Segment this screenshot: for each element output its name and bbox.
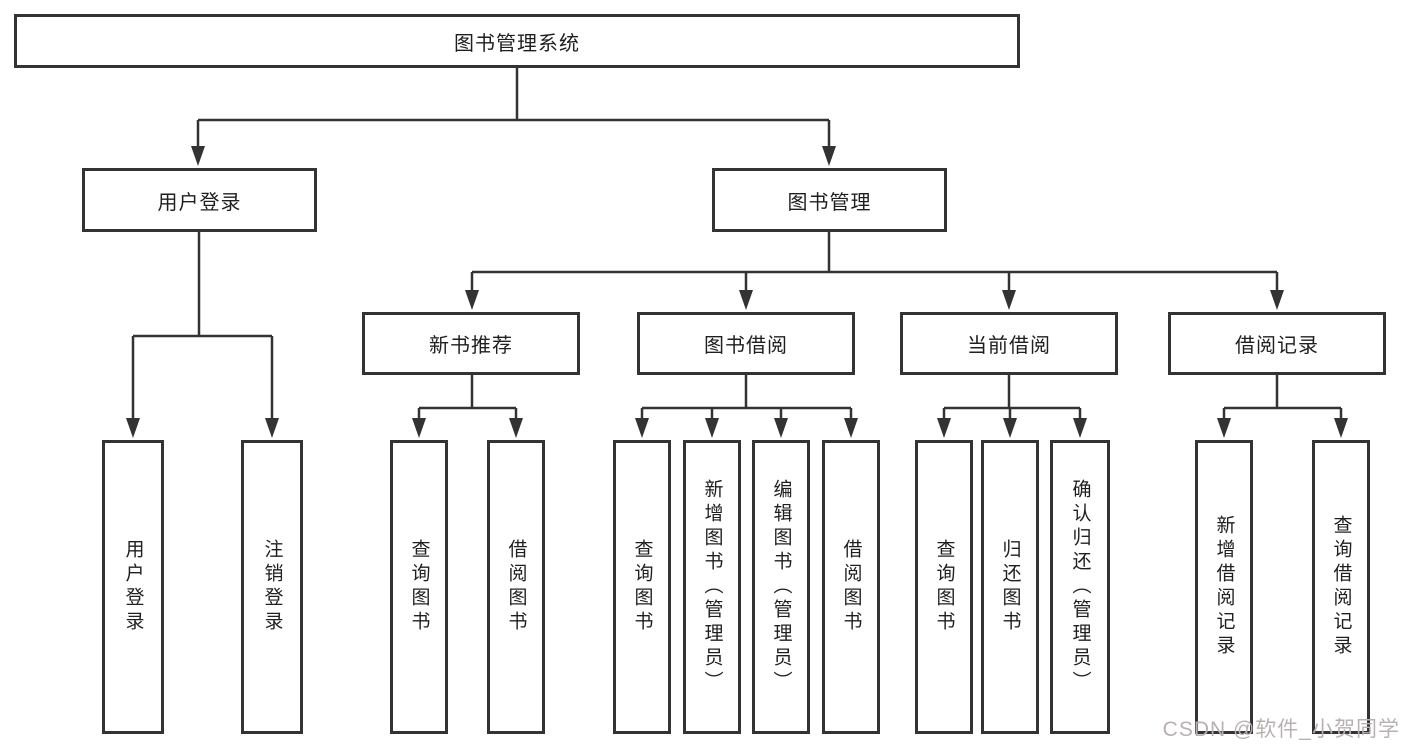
arrow-down-icon (635, 418, 649, 438)
node-label: 用户登录 (122, 539, 144, 635)
connector-user-login-to-leaves (131, 232, 274, 422)
node-label: 查询图书 (408, 539, 430, 635)
arrow-down-icon (1003, 418, 1017, 438)
leaf-query-books-3: 查询图书 (915, 440, 973, 734)
node-label: 用户登录 (157, 191, 242, 214)
node-label: 编辑图书（管理员） (770, 479, 792, 695)
leaf-add-book-admin: 新增图书（管理员） (683, 440, 741, 734)
node-book-borrow: 图书借阅 (637, 312, 855, 375)
node-label: 借阅图书 (840, 539, 862, 635)
arrow-down-icon (705, 418, 719, 438)
leaf-edit-book-admin: 编辑图书（管理员） (752, 440, 810, 734)
node-current-borrow: 当前借阅 (900, 312, 1118, 375)
node-label: 查询借阅记录 (1330, 515, 1352, 659)
node-label: 借阅图书 (505, 539, 527, 635)
leaf-add-borrow-record: 新增借阅记录 (1195, 440, 1253, 734)
node-label: 图书管理 (787, 191, 872, 214)
arrow-down-icon (1270, 290, 1284, 310)
arrow-down-icon (265, 418, 279, 438)
connector-book-borrow-to-leaves (640, 375, 853, 422)
arrow-down-icon (1217, 418, 1231, 438)
node-new-book-recommend: 新书推荐 (362, 312, 580, 375)
connector-borrow-records-to-leaves (1222, 375, 1343, 422)
arrow-down-icon (1002, 290, 1016, 310)
node-label: 图书管理系统 (454, 32, 580, 55)
connector-current-borrow-to-leaves (942, 375, 1082, 422)
node-label: 新书推荐 (429, 335, 513, 357)
node-label: 查询图书 (631, 539, 653, 635)
arrow-down-icon (822, 146, 836, 166)
node-label: 归还图书 (999, 539, 1021, 635)
arrow-down-icon (739, 290, 753, 310)
node-label: 当前借阅 (967, 335, 1051, 357)
leaf-query-books: 查询图书 (390, 440, 448, 734)
arrow-down-icon (1334, 418, 1348, 438)
watermark-text: CSDN @软件_小贺同学 (1162, 718, 1400, 741)
node-root-library-system: 图书管理系统 (14, 14, 1020, 68)
node-book-management: 图书管理 (712, 168, 947, 232)
leaf-borrow-books-2: 借阅图书 (822, 440, 880, 734)
leaf-logout: 注销登录 (241, 440, 303, 734)
connector-book-management-to-level3 (470, 232, 1279, 296)
arrow-down-icon (509, 418, 523, 438)
arrow-down-icon (191, 146, 205, 166)
node-borrow-records: 借阅记录 (1168, 312, 1386, 375)
arrow-down-icon (937, 418, 951, 438)
node-user-login: 用户登录 (82, 168, 317, 232)
leaf-confirm-return-admin: 确认归还（管理员） (1050, 440, 1110, 734)
node-label: 查询图书 (933, 539, 955, 635)
arrow-down-icon (465, 290, 479, 310)
leaf-return-books: 归还图书 (981, 440, 1039, 734)
arrow-down-icon (1073, 418, 1087, 438)
node-label: 注销登录 (261, 539, 283, 635)
leaf-borrow-books: 借阅图书 (487, 440, 545, 734)
arrow-down-icon (126, 418, 140, 438)
arrow-down-icon (844, 418, 858, 438)
arrowheads (126, 146, 1348, 438)
node-label: 图书借阅 (704, 335, 788, 357)
arrow-down-icon (774, 418, 788, 438)
leaf-user-login: 用户登录 (102, 440, 164, 734)
node-label: 确认归还（管理员） (1069, 479, 1091, 695)
connector-new-book-recommend-to-leaves (417, 375, 518, 422)
node-label: 借阅记录 (1235, 335, 1319, 357)
leaf-query-books-2: 查询图书 (613, 440, 671, 734)
node-label: 新增图书（管理员） (701, 479, 723, 695)
connector-root-to-level2 (196, 68, 831, 152)
leaf-query-borrow-record: 查询借阅记录 (1312, 440, 1370, 734)
node-label: 新增借阅记录 (1213, 515, 1235, 659)
arrow-down-icon (412, 418, 426, 438)
